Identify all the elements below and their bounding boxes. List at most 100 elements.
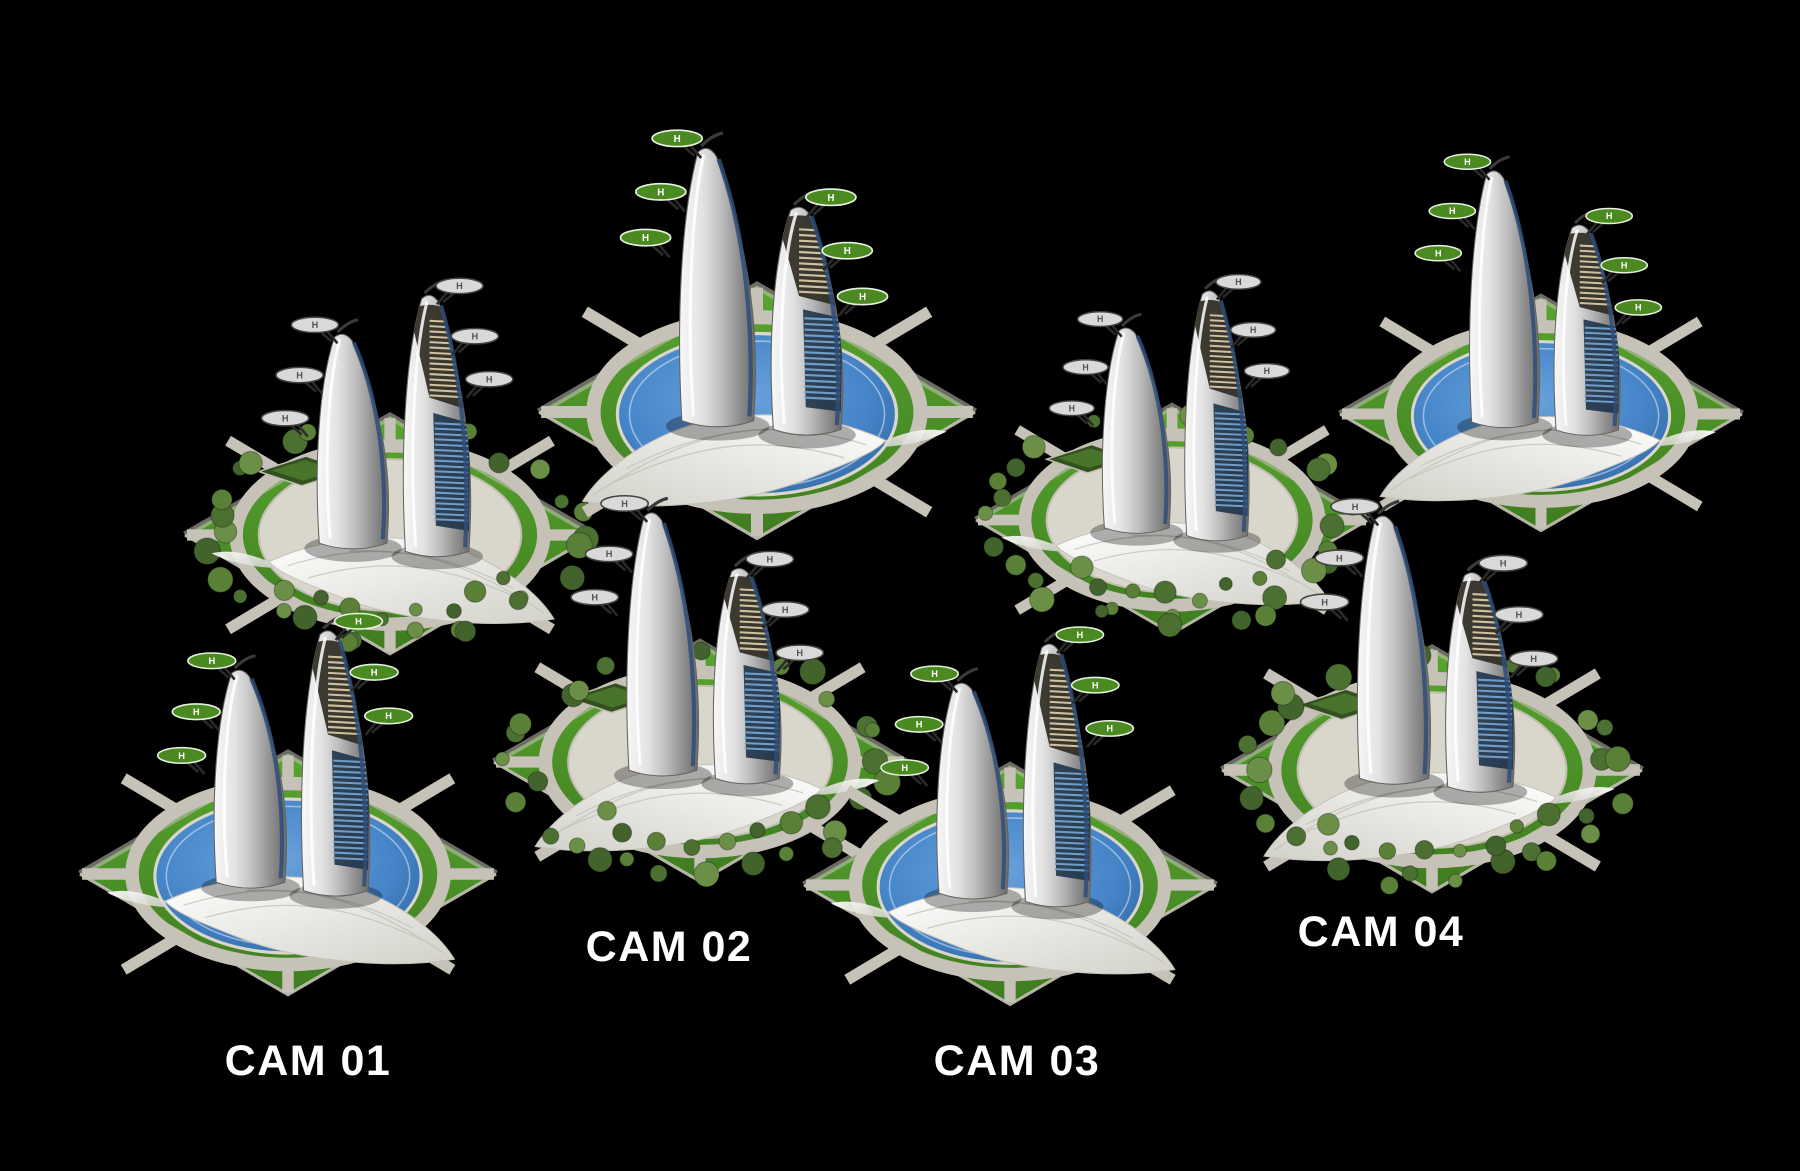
tower-highlight [1477,176,1494,418]
canopy-fold-line [927,915,1145,952]
tree [818,690,836,708]
tree [649,864,668,883]
helipad-pad [894,715,944,733]
canopy-membrane [887,887,1176,975]
tower-left: HHH [156,652,300,902]
helipad-disc: H [1055,626,1105,655]
tree [1231,610,1252,631]
helipad-letter: H [591,592,598,602]
window-line [1477,733,1513,737]
helipad-disc: H [745,550,795,579]
window-line [1584,389,1618,393]
window-line [1477,738,1513,743]
window-line [1054,814,1089,819]
window-line [1214,442,1247,447]
window-line [434,464,469,469]
glass-stripe [749,576,779,775]
helipad-disc: H [333,612,384,641]
tree [568,837,586,855]
window-line [1584,347,1618,351]
tree [1153,580,1177,604]
tree [1286,826,1307,847]
helipad-pad [1055,626,1105,644]
window-line [1054,835,1089,840]
tree [1326,857,1351,882]
helipad-letter: H [844,246,851,257]
canopy-membrane [164,876,456,965]
helipad-pad [821,241,874,260]
helipad-disc: H [760,601,810,629]
tower-right-band: HHH [289,612,414,909]
window-line [804,339,841,344]
walkway-path [844,942,904,985]
helipad-letter: H [1435,248,1442,258]
canopy-fold-line [1093,548,1300,584]
helipad-pad [1494,605,1544,624]
tree [587,847,613,873]
tree [509,712,532,736]
helipad-disc: H [634,182,687,213]
tree [1252,570,1268,586]
tree [1577,709,1599,731]
glass-stripe [1482,580,1513,783]
helipad-letter: H [1336,553,1343,564]
canopy-wing [211,551,272,568]
window-line [1584,384,1618,388]
window-line [1214,463,1247,467]
tree [273,579,295,602]
helipad-disc: H [1414,244,1463,273]
tree [494,751,510,767]
helipad-pad [651,129,704,148]
base-structures [211,537,555,624]
tower-right-band: HHH [758,188,889,449]
helipad-letter: H [1621,260,1628,270]
helipad-disc: H [821,241,874,272]
tree [1448,873,1463,889]
walkway-path [1540,668,1601,711]
helipad-letter: H [1606,211,1613,221]
window-line [1054,852,1089,856]
tree [207,566,234,593]
glass-stripe [1393,525,1429,775]
tree [1088,578,1107,597]
tree [542,827,560,845]
canopy-wing [107,890,168,908]
tree [1218,576,1233,591]
window-line [434,470,469,474]
tower-highlight [309,636,327,886]
tree [1452,843,1467,858]
window-line [1214,488,1247,493]
helipad-disc: H [363,707,414,736]
tree [1344,834,1360,851]
helipad-pad [363,707,414,725]
tree [1125,583,1141,599]
tower-right-band: HHH [1173,273,1291,553]
window-line [1477,744,1513,748]
window-line [1054,862,1089,867]
tip-fin [1377,499,1400,515]
window-line [804,356,841,361]
helipad-pad [1215,273,1262,290]
window-line [744,720,779,725]
helipad-pad [1614,299,1663,316]
window-line [1584,399,1618,404]
helipad-pad [619,228,672,247]
helipad-pad [156,746,207,765]
helipad-disc: H [1070,676,1120,705]
window-line [1477,700,1513,705]
window-line [434,448,469,453]
helipad-disc: H [894,715,944,744]
tower-left: HHH [1048,311,1184,546]
helipad-letter: H [1264,366,1270,376]
window-line [1584,368,1618,372]
tree [1319,513,1345,539]
tree [977,505,994,521]
tree [488,452,510,474]
helipad-pad [584,545,634,563]
window-line [1054,846,1089,851]
tree [1094,604,1109,619]
helipad-disc: H [805,188,857,218]
tip-fin [646,496,669,512]
